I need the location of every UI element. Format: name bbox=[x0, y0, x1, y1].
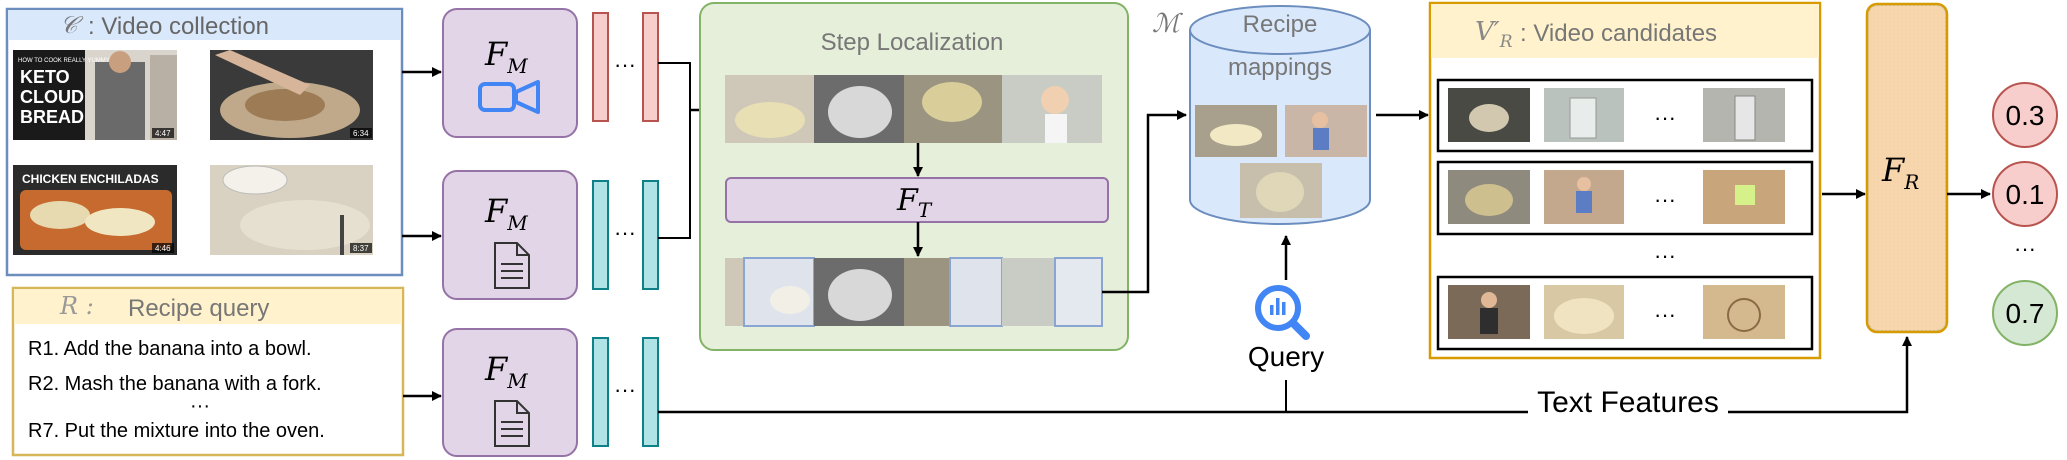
search-icon bbox=[1255, 285, 1310, 340]
document-icon bbox=[494, 242, 530, 289]
text-features-label: Text Features bbox=[1537, 386, 1719, 419]
score-value: 0.7 bbox=[2006, 298, 2045, 329]
text-encoder: FM bbox=[442, 328, 578, 457]
feature-ellipsis: ··· bbox=[614, 220, 636, 245]
candidate-row: ··· bbox=[1436, 78, 1814, 153]
encoder-label: FM bbox=[484, 192, 528, 235]
candidate-row: ··· bbox=[1436, 275, 1814, 351]
mappings-title-line2: mappings bbox=[1228, 54, 1332, 81]
ranker-module: FR bbox=[1865, 2, 1949, 334]
scores-ellipsis: ··· bbox=[2014, 236, 2036, 261]
thumb-duration: 8:37 bbox=[353, 244, 369, 253]
arrow-step-to-mappings bbox=[1102, 110, 1187, 294]
feature-ellipsis: ··· bbox=[614, 52, 636, 77]
recipe-query-panel: R : Recipe query R1. Add the banana into… bbox=[11, 286, 405, 457]
query-label: Query bbox=[1248, 341, 1324, 372]
query-line-1: R1. Add the banana into a bowl. bbox=[28, 338, 312, 360]
video-collection-panel: 𝒞 : Video collection HOW TO COOK REALLY … bbox=[5, 7, 404, 277]
mappings-title-line1: Recipe bbox=[1243, 11, 1318, 38]
encoder-label: FM bbox=[484, 35, 528, 78]
score-value: 0.3 bbox=[2006, 100, 2045, 131]
frame-features: ··· bbox=[592, 180, 659, 290]
video-camera-icon bbox=[478, 80, 540, 114]
video-encoder: FM bbox=[442, 8, 578, 138]
transformer-label: FT bbox=[896, 183, 933, 222]
query-line-ellipsis: ··· bbox=[190, 395, 210, 417]
step-localization-panel: Step Localization FT bbox=[699, 2, 1129, 351]
encoder-label: FM bbox=[484, 350, 528, 393]
document-icon bbox=[494, 400, 530, 447]
ranker-label: FR bbox=[1881, 151, 1919, 194]
text-features: ··· bbox=[592, 337, 659, 447]
recipe-mappings-database: ℳ Recipe mappings bbox=[1152, 5, 1371, 225]
mapping-frames bbox=[1195, 105, 1367, 218]
collection-title: : Video collection bbox=[88, 13, 269, 40]
video-thumbnail-cooking: 6:34 bbox=[210, 50, 373, 140]
candidate-ellipsis: ··· bbox=[1654, 302, 1676, 327]
score-circle: 0.1 bbox=[1992, 161, 2058, 227]
candidate-rows-ellipsis: ··· bbox=[1654, 243, 1676, 268]
step-frames-bottom bbox=[725, 257, 1103, 327]
candidate-ellipsis: ··· bbox=[1654, 187, 1676, 212]
video-features: ··· bbox=[592, 12, 659, 122]
mappings-symbol: ℳ bbox=[1152, 9, 1183, 39]
text-features-line bbox=[658, 336, 1912, 414]
step-localization-title: Step Localization bbox=[821, 29, 1004, 56]
video-thumbnail-sauce: 8:37 bbox=[210, 165, 373, 255]
thumb-title-enchiladas: CHICKEN ENCHILADAS bbox=[22, 172, 159, 186]
thumb-duration: 6:34 bbox=[353, 129, 369, 138]
candidate-ellipsis: ··· bbox=[1654, 105, 1676, 130]
video-candidates-panel: V′R : Video candidates ··· ··· ··· bbox=[1428, 1, 1822, 360]
step-frames-top bbox=[725, 75, 1102, 143]
score-circle: 0.7 bbox=[1992, 280, 2058, 346]
video-thumbnail-enchiladas: CHICKEN ENCHILADAS 4:46 bbox=[13, 165, 177, 255]
thumb-header: HOW TO COOK REALLY YUMMY bbox=[18, 58, 110, 64]
thumb-duration: 4:47 bbox=[155, 129, 171, 138]
connector-video-features bbox=[658, 62, 691, 239]
candidates-symbol: V′R bbox=[1475, 17, 1513, 52]
query-title: Recipe query bbox=[128, 295, 269, 322]
candidate-row: ··· bbox=[1436, 160, 1814, 236]
step-transformer: FT bbox=[725, 177, 1109, 223]
query-line-2: R2. Mash the banana with a fork. bbox=[28, 373, 322, 395]
query-symbol: R : bbox=[59, 292, 94, 320]
candidates-title: : Video candidates bbox=[1520, 20, 1717, 47]
score-value: 0.1 bbox=[2006, 179, 2045, 210]
feature-ellipsis: ··· bbox=[614, 377, 636, 402]
frame-encoder: FM bbox=[442, 170, 578, 300]
thumb-duration: 4:46 bbox=[155, 244, 171, 253]
score-circle: 0.3 bbox=[1992, 82, 2058, 148]
query-line-3: R7. Put the mixture into the oven. bbox=[28, 420, 325, 442]
